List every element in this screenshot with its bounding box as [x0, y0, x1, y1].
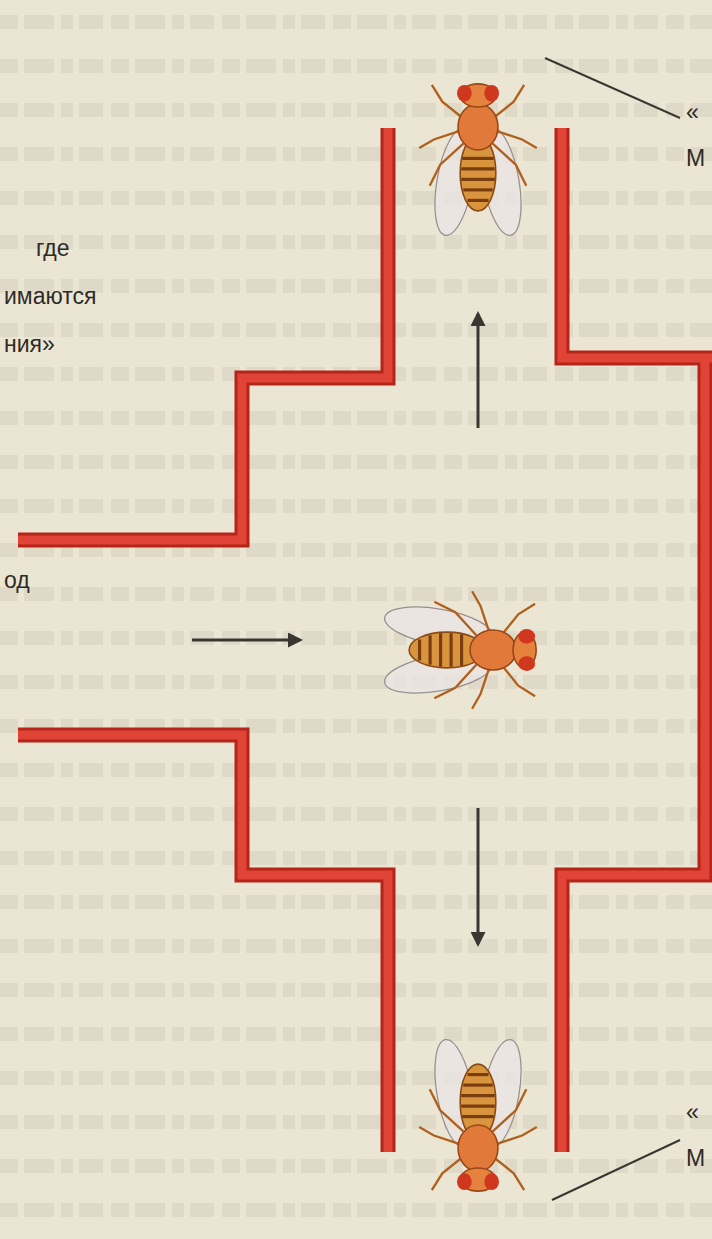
caption-label: где [36, 236, 70, 261]
leader-line [545, 58, 680, 1200]
caption-label: « [686, 100, 699, 125]
caption-label: М [686, 146, 705, 171]
caption-label: М [686, 1146, 705, 1171]
caption-label: « [686, 1100, 699, 1125]
maze-wall [18, 128, 712, 1152]
caption-label: имаются [4, 284, 96, 309]
fly [419, 84, 537, 239]
caption-label: од [4, 568, 30, 593]
caption-label: ния» [4, 332, 55, 357]
fly [419, 1037, 537, 1192]
fly [382, 591, 537, 709]
